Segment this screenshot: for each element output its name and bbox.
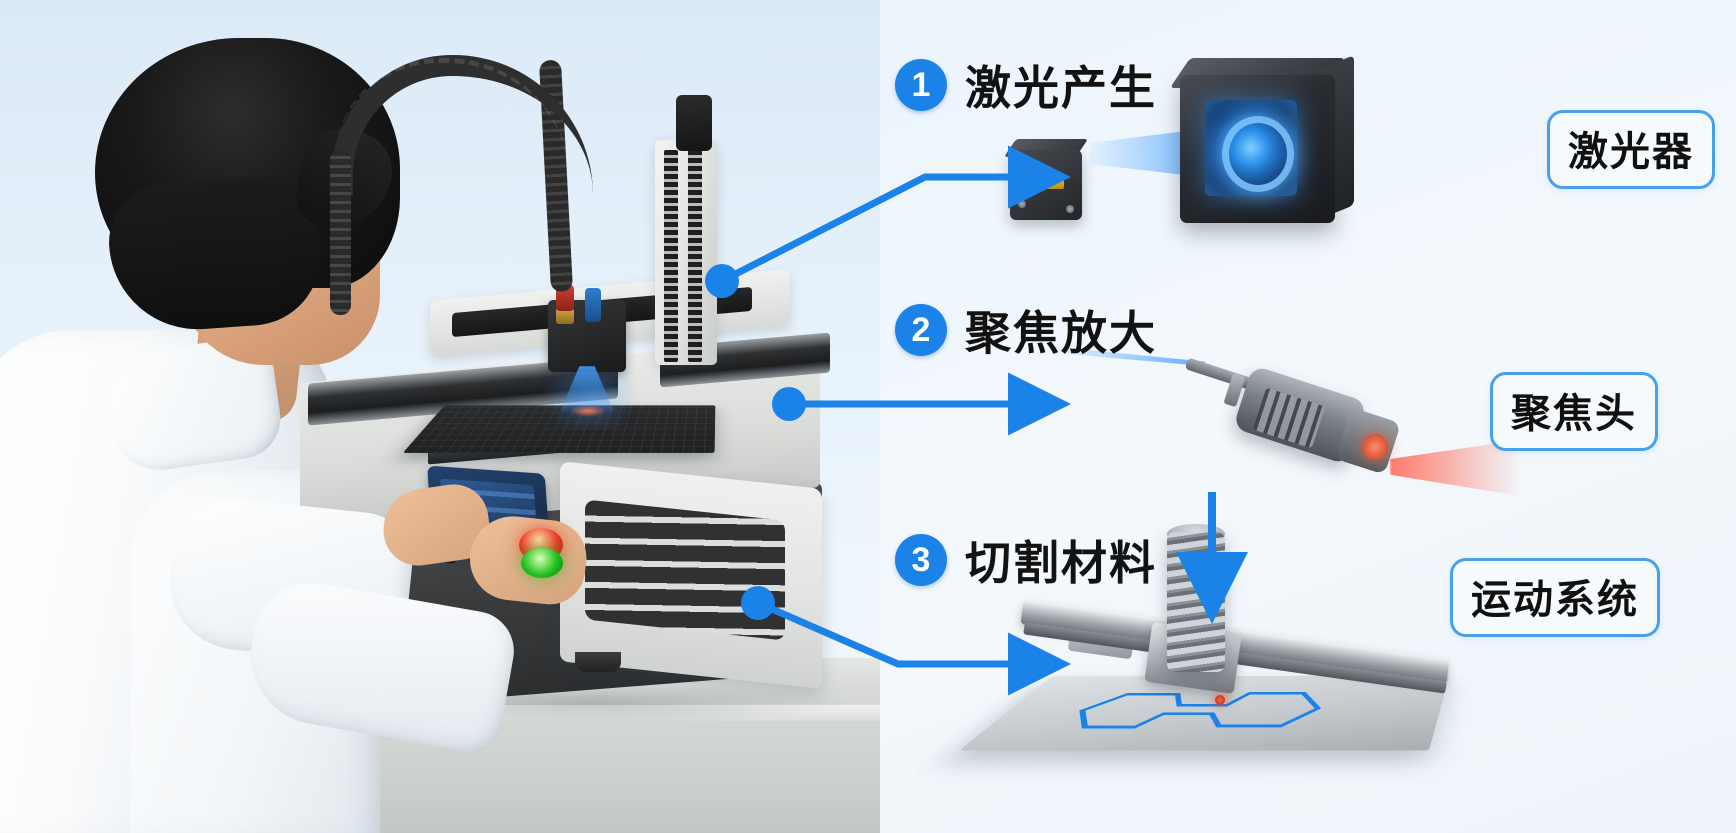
step-2-title: 聚焦放大 (965, 297, 1157, 363)
machine-vent-louvers (585, 499, 785, 640)
laser-lens-ring (1222, 116, 1294, 192)
laser-diode-chip (1034, 174, 1064, 189)
laser-spot (570, 405, 606, 417)
z-axis-rail-right (688, 150, 702, 362)
label-pill-focus-head: 聚焦头 (1490, 372, 1658, 451)
step-2-number: 2 (895, 304, 947, 356)
start-button-green[interactable] (521, 548, 563, 578)
step-3-title: 切割材料 (965, 527, 1157, 593)
z-axis-cap (676, 95, 712, 151)
step-1-header: 1 激光产生 (895, 52, 1157, 118)
ball-screw-shaft (1167, 532, 1225, 672)
screw-icon (1018, 200, 1026, 208)
machine-foot (575, 652, 621, 672)
screw-icon (1066, 205, 1074, 213)
focus-lens (1362, 434, 1388, 460)
photo-scene (0, 0, 880, 833)
fiber-tube (1185, 357, 1255, 390)
label-pill-motion-system: 运动系统 (1450, 558, 1660, 637)
step-2-header: 2 聚焦放大 (895, 297, 1157, 363)
step-3-number: 3 (895, 534, 947, 586)
blue-connector (585, 288, 601, 322)
step-1-number: 1 (895, 59, 947, 111)
cable-hose-descending (330, 150, 351, 315)
step-3-header: 3 切割材料 (895, 527, 1157, 593)
cut-point-marker (1215, 695, 1225, 705)
step-1-title: 激光产生 (965, 52, 1157, 118)
label-pill-laser-source: 激光器 (1547, 110, 1715, 189)
z-axis-rail-left (664, 150, 678, 362)
